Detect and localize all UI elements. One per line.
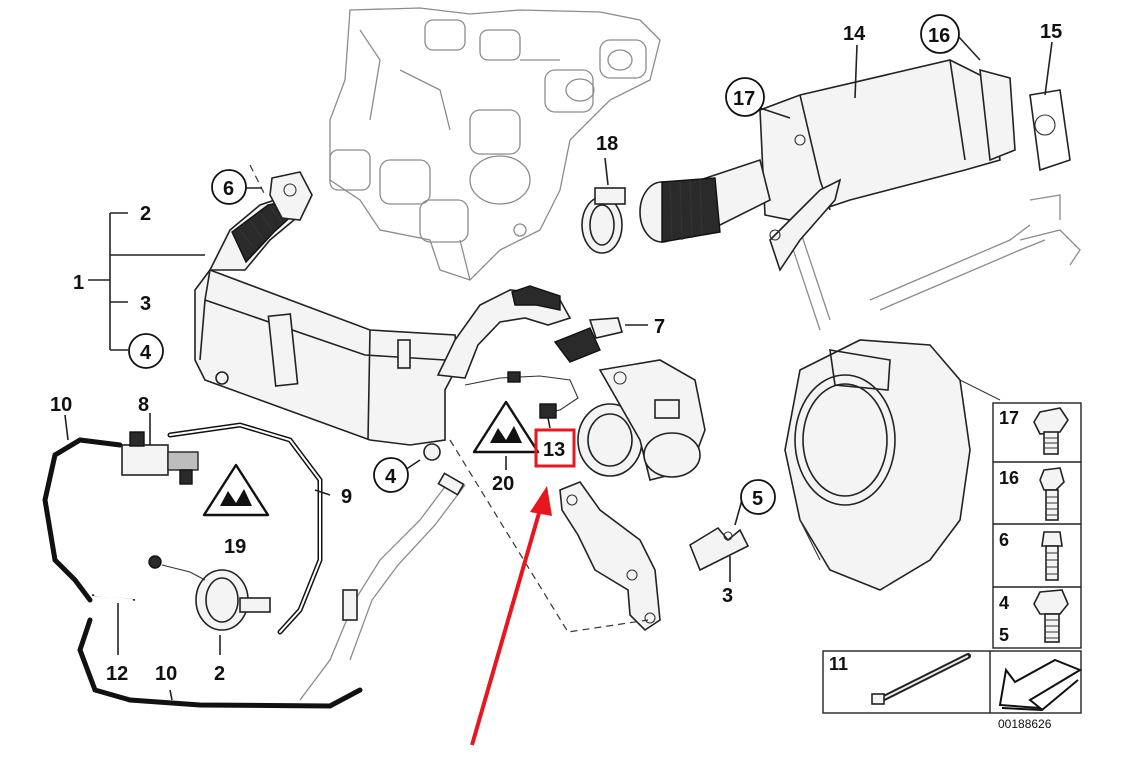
callout-10-bottom: 10: [155, 663, 177, 685]
table-label-16: 16: [999, 468, 1019, 488]
bolt-17-icon: [1033, 407, 1069, 455]
egr-cooler-14: [688, 59, 1071, 272]
sensor-wire: [464, 375, 579, 413]
callout-circle-5: [740, 479, 776, 515]
fastener-table: 17 16 6 4 5: [992, 402, 1082, 649]
callout-2: 2: [140, 203, 151, 225]
callout-2-actuator: 2: [214, 663, 225, 685]
callout-13: 13: [543, 439, 565, 461]
table-label-5: 5: [999, 625, 1009, 645]
gasket-7: [553, 317, 624, 363]
vacuum-actuator-2: [148, 555, 271, 631]
callout-3-bracket: 3: [722, 585, 733, 607]
callout-7: 7: [654, 316, 665, 338]
cable-tie-box: 11: [822, 650, 1083, 714]
turbocharger: [784, 339, 1001, 591]
background-pipes: [789, 194, 1081, 331]
callout-circle-4b: [373, 457, 409, 493]
bolt-16-icon: [1039, 467, 1065, 521]
callout-17: 17: [733, 88, 755, 110]
callout-6: 6: [223, 178, 234, 200]
dashed-link-a: [449, 439, 649, 633]
solenoid-valve-8: [121, 431, 199, 485]
callout-3: 3: [140, 293, 151, 315]
callout-labels: 1 2 3 4 6 4 7 8 9 10 10 12 2 19 20 13 5 …: [50, 14, 1062, 685]
table-label-4: 4: [999, 593, 1009, 613]
egr-pipe: [436, 285, 572, 379]
cable-tie-icon: [871, 653, 971, 705]
highlight-box-13: [534, 428, 576, 468]
callout-20: 20: [492, 473, 514, 495]
bolt-6-icon: [1041, 531, 1063, 581]
lower-ghost-pipe: [299, 479, 466, 701]
callout-10-top: 10: [50, 394, 72, 416]
table-label-17: 17: [999, 408, 1019, 428]
warning-triangle-19: [202, 463, 270, 517]
callout-16: 16: [928, 25, 950, 47]
clamp-18: [581, 187, 626, 254]
callout-circle-4a: [128, 333, 164, 369]
egr-cooler: [194, 171, 459, 461]
connector-12: [91, 594, 136, 601]
red-pointer-arrow: [470, 486, 552, 746]
callout-circle-17: [725, 77, 765, 117]
callout-4-cooler: 4: [385, 466, 397, 488]
engine-manifold-ghost: [329, 7, 661, 281]
sensor-plug: [539, 403, 557, 419]
vacuum-hoses: [42, 422, 363, 709]
direction-arrow-icon: [998, 658, 1083, 712]
warning-triangle-20: [472, 400, 540, 454]
callout-18: 18: [596, 133, 618, 155]
callout-9: 9: [341, 486, 352, 508]
callout-8: 8: [138, 394, 149, 416]
bolt-4-5-icon: [1033, 589, 1069, 643]
callout-15: 15: [1040, 21, 1062, 43]
reference-code: 00188626: [998, 717, 1052, 731]
box-label-11: 11: [829, 654, 848, 674]
callout-4: 4: [140, 342, 152, 364]
bracket: [559, 481, 750, 632]
callout-5: 5: [752, 488, 763, 510]
callout-circle-6: [211, 169, 247, 205]
callout-19: 19: [224, 536, 246, 558]
callout-12: 12: [106, 663, 128, 685]
callout-circle-16: [920, 14, 960, 54]
callout-1: 1: [73, 272, 84, 294]
table-label-6: 6: [999, 530, 1009, 550]
callout-14: 14: [843, 23, 866, 45]
corrugated-hose: [639, 177, 721, 243]
egr-valve: [577, 359, 706, 481]
